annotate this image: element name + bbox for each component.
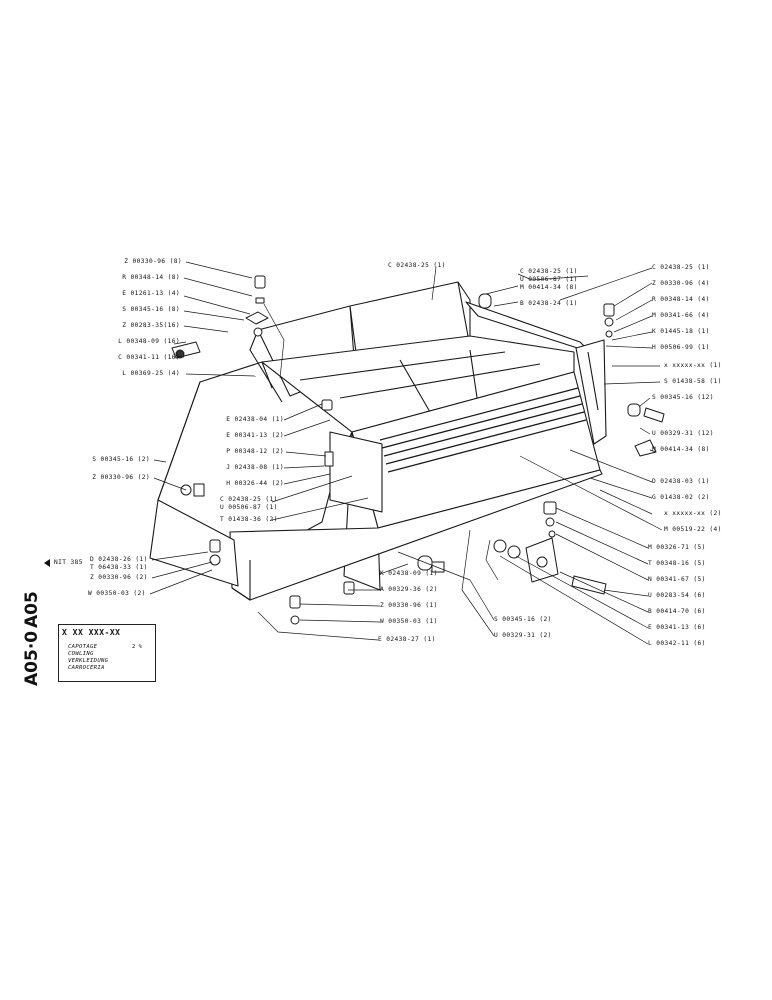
reference-arrow (44, 559, 50, 567)
callout-label: C 02438-25 (1) (520, 268, 578, 275)
reference-number: X XX XXX-XX (62, 628, 121, 637)
title-line: CARROCERIA (68, 665, 105, 671)
callout-label: L 00348-09 (16) (118, 338, 180, 345)
callout-label: L 00369-25 (4) (122, 370, 180, 377)
callout-label: Z 00330-96 (8) (124, 258, 182, 265)
callout-label: D 02438-26 (1) (90, 556, 148, 563)
callout-label: T 00348-16 (5) (648, 560, 706, 567)
callout-label: T 06438-33 (1) (90, 564, 148, 571)
leader-lines (149, 261, 663, 645)
callout-label: Z 00283-35(16) (122, 322, 180, 329)
callout-label: S 00345-16 (8) (122, 306, 180, 313)
callout-label: T 01438-36 (2) (220, 516, 278, 523)
side-door (329, 431, 383, 513)
callout-label: U 00329-31 (12) (652, 430, 714, 437)
callout-label: K 02438-09 (1) (380, 570, 438, 577)
callout-label: S 00345-16 (2) (494, 616, 552, 623)
callout-label: B 02438-24 (1) (520, 300, 578, 307)
callout-label: E 00341-13 (2) (226, 432, 284, 439)
callout-label: Z 00330-96 (4) (652, 280, 710, 287)
callout-label: E 02438-04 (1) (226, 416, 284, 423)
callout-label: D 02438-03 (1) (652, 478, 710, 485)
callout-label: S 01438-58 (1) (664, 378, 722, 385)
title-block (58, 624, 156, 682)
callout-label: E 00341-13 (6) (648, 624, 706, 631)
callout-label: NIT 385 (54, 559, 83, 566)
callout-label: Z 00330-96 (1) (380, 602, 438, 609)
callout-label: R 00348-14 (4) (652, 296, 710, 303)
callout-label: C 02438-25 (1) (220, 496, 278, 503)
callout-label: C 02438-25 (1) (388, 262, 446, 269)
callout-label: Z 00330-96 (2) (90, 574, 148, 581)
callout-label: U 00329-31 (2) (494, 632, 552, 639)
callout-label: C 00341-11 (16) (118, 354, 180, 361)
callout-label: U 00283-54 (6) (648, 592, 706, 599)
callout-label: H 00326-44 (2) (226, 480, 284, 487)
callout-label: M 00414-34 (8) (652, 446, 710, 453)
callout-label: R 00348-14 (8) (122, 274, 180, 281)
callout-label: S 00345-16 (2) (92, 456, 150, 463)
callout-label: S 00345-16 (12) (652, 394, 714, 401)
main-top (261, 335, 575, 433)
louver-grille (379, 387, 587, 473)
callout-label: H 00506-99 (1) (652, 344, 710, 351)
callout-label: M 00519-22 (4) (664, 526, 722, 533)
title-line: CAPOTAGE (68, 644, 98, 650)
callout-label: Z 00330-96 (2) (92, 474, 150, 481)
callout-label: L 00342-11 (6) (648, 640, 706, 647)
callout-label: J 02438-08 (1) (226, 464, 284, 471)
callout-label: W 00350-03 (1) (380, 618, 438, 625)
callout-label: C 02438-25 (1) (652, 264, 710, 271)
callout-label: A 00329-36 (2) (380, 586, 438, 593)
callout-label: U 00506-87 (1) (520, 276, 578, 283)
title-line: VERKLEIDUNG (68, 658, 109, 664)
callout-label: K 01445-18 (1) (652, 328, 710, 335)
callout-label: N 00341-67 (5) (648, 576, 706, 583)
callout-label: P 00348-12 (2) (226, 448, 284, 455)
callout-label: M 00326-71 (5) (648, 544, 706, 551)
section-code-secondary: A05·0 (22, 630, 42, 686)
callout-label: x xxxxx-xx (1) (664, 362, 722, 369)
callout-label: B 00414-70 (6) (648, 608, 706, 615)
callout-label: U 00506-87 (1) (220, 504, 278, 511)
callout-label: M 00341-66 (4) (652, 312, 710, 319)
callout-label: x xxxxx-xx (2) (664, 510, 722, 517)
section-code: A05 (22, 591, 42, 628)
callout-label: M 00414-34 (8) (520, 284, 578, 291)
callout-label: W 00350-03 (2) (88, 590, 146, 597)
callout-label: E 01261-13 (4) (122, 290, 180, 297)
callout-label: E 02438-27 (1) (378, 636, 436, 643)
title-line: COWLING (68, 651, 94, 657)
callout-label: G 01438-02 (2) (652, 494, 710, 501)
scale-note: 2 % (132, 644, 142, 650)
